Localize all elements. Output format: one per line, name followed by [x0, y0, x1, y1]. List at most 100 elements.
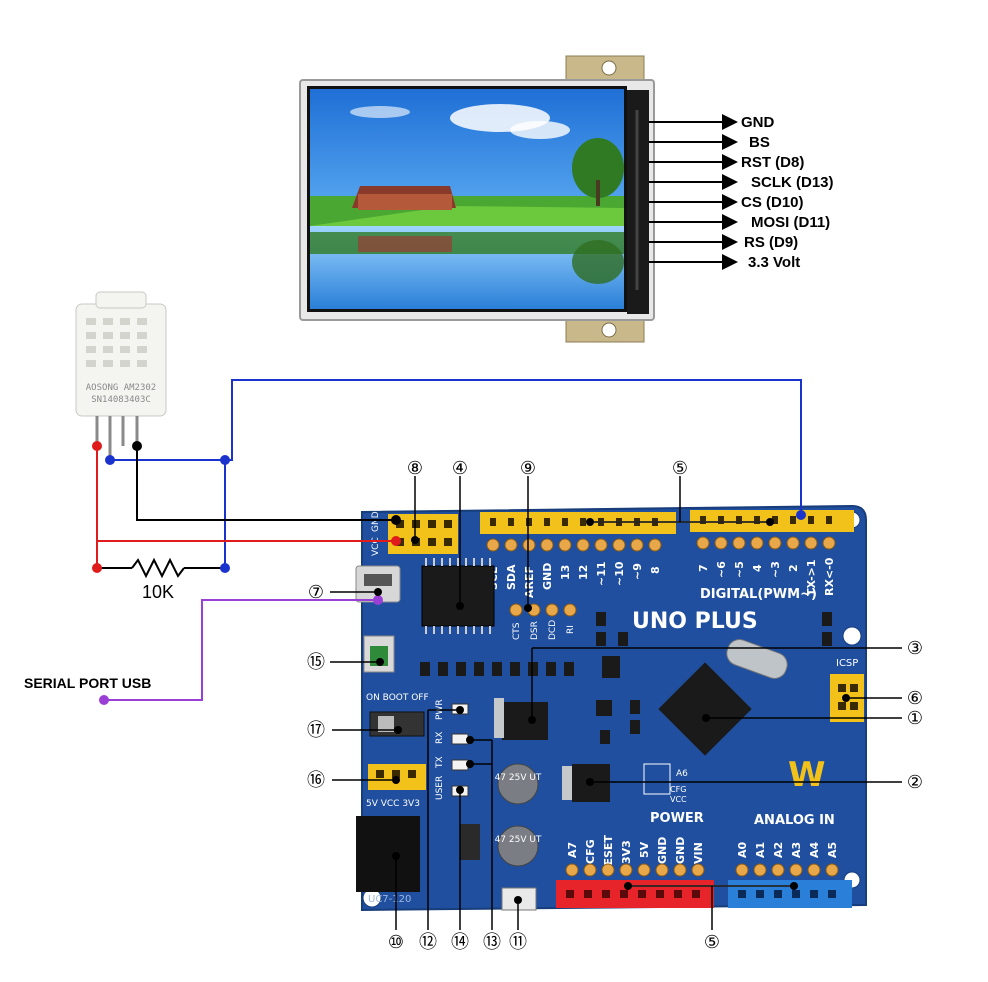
callout-11: ⑪: [509, 932, 527, 953]
callout-16: ⑯: [307, 770, 325, 791]
callout-14: ⑭: [451, 932, 469, 953]
pin-label-3: ~3: [769, 561, 782, 578]
led-label-rx: RX: [435, 732, 445, 744]
pin-label-2: 2: [787, 564, 800, 572]
callout-9: ⑨: [520, 458, 536, 479]
cfg-vcc-label: VCC: [670, 795, 687, 804]
lcd-pin-gnd: GND: [741, 114, 775, 131]
board-title: UNO PLUS: [632, 609, 758, 634]
wire-serial: [104, 599, 378, 701]
power-pin-gnd1: GND: [656, 837, 669, 864]
analog-pin-a0: A0: [736, 841, 749, 858]
resistor-label: 10K: [142, 582, 174, 602]
sensor-model: AOSONG AM2302: [86, 383, 156, 393]
cfg-block: [643, 763, 671, 795]
digital-header-left: [480, 512, 676, 534]
callout-10: ⑩: [388, 932, 404, 953]
reg-label: A6: [676, 769, 688, 779]
pin-label-gnd: GND: [541, 563, 554, 590]
callout-5-bottom: ⑤: [704, 932, 720, 953]
capacitor-2: [497, 825, 539, 867]
fuse: [460, 824, 480, 860]
lcd-pin-cs: CS (D10): [741, 194, 804, 211]
power-pin-gnd2: GND: [674, 837, 687, 864]
switch-label: ON BOOT OFF: [366, 693, 429, 703]
icsp-label: ICSP: [836, 658, 858, 669]
callout-3: ③: [907, 638, 923, 659]
callout-dots: [374, 518, 850, 904]
pin-label-sda: SDA: [505, 564, 518, 590]
digital-label: DIGITAL(PWM~): [700, 587, 817, 602]
dc-jack: [356, 816, 420, 892]
callout-12: ⑫: [419, 932, 437, 953]
wire-data: [110, 379, 802, 515]
led-label-user: USER: [435, 776, 445, 800]
sensor-serial: SN14083403C: [91, 395, 151, 405]
led-label-tx: TX: [435, 756, 445, 769]
serial-pin-dcd: DCD: [548, 620, 558, 640]
usb-serial-chip: [421, 565, 495, 627]
pin-label-10: ~10: [613, 561, 626, 586]
regulator-3: [502, 702, 548, 740]
header-label-vcc: VCC: [371, 537, 381, 556]
cap-label-1: 47 25V UT: [495, 773, 542, 783]
wire-gnd: [136, 446, 396, 521]
pin-label-rx: RX<-0: [823, 557, 836, 596]
analog-pin-a5: A5: [826, 842, 839, 858]
serial-pin-ri: RI: [566, 625, 576, 634]
serial-port-label: SERIAL PORT USB: [24, 675, 151, 691]
power-pin-vin: VIN: [692, 842, 705, 864]
header-label-gnd: GND: [371, 511, 381, 532]
pin-label-tx: TX->1: [805, 559, 818, 596]
pin-label-6: ~6: [715, 561, 728, 578]
analog-pin-a1: A1: [754, 842, 767, 858]
analog-pin-a2: A2: [772, 842, 785, 858]
lcd-pin-rs: RS (D9): [744, 234, 798, 251]
lcd-module: [299, 55, 655, 343]
power-pin-3v3: 3V3: [620, 840, 633, 864]
lcd-pin-mosi: MOSI (D11): [751, 214, 830, 231]
callout-2: ②: [907, 772, 923, 793]
callout-leaders: [330, 476, 902, 930]
pin-label-aref: AREF: [523, 566, 536, 598]
lcd-pin-3v3: 3.3 Volt: [748, 254, 800, 271]
pin-label-12: 12: [577, 565, 590, 580]
callout-8: ⑧: [407, 458, 423, 479]
led-tx: [451, 759, 469, 771]
pin-label-5: ~5: [733, 561, 746, 578]
waveshare-logo: W: [788, 755, 826, 795]
power-pin-5v: 5V: [638, 841, 651, 858]
callout-15: ⑮: [307, 652, 325, 673]
callout-7: ⑦: [308, 582, 324, 603]
callout-numbers: ① ② ③ ④ ⑤ ⑤ ⑥ ⑦ ⑧ ⑨ ⑩ ⑪ ⑫ ⑬ ⑭ ⑮ ⑯ ⑰: [307, 458, 923, 953]
uno-plus-board: SCL SDA AREF GND 13 12 ~11 ~10 ~9 8 7 ~6…: [355, 504, 867, 912]
pin-label-7: 7: [697, 564, 710, 572]
lcd-pin-rst: RST (D8): [741, 154, 804, 171]
pin-label-4: 4: [751, 564, 764, 572]
callout-6: ⑥: [907, 688, 923, 709]
analog-label: ANALOG IN: [754, 813, 835, 828]
analog-pin-a4: A4: [808, 841, 821, 858]
pin-label-9: ~9: [631, 563, 644, 580]
callout-17: ⑰: [307, 720, 325, 741]
lcd-pin-labels: GND BS RST (D8) SCLK (D13) CS (D10) MOSI…: [741, 114, 834, 271]
serial-pin-cts: CTS: [512, 622, 522, 640]
pin-label-8: 8: [649, 566, 662, 574]
led-rx: [451, 733, 469, 745]
power-label: POWER: [650, 811, 704, 826]
cfg-label: CFG: [670, 785, 686, 794]
dht-sensor: AOSONG AM2302 SN14083403C: [75, 291, 167, 460]
callout-13: ⑬: [483, 932, 501, 953]
power-selector-label: 5V VCC 3V3: [366, 799, 420, 809]
lcd-pin-bs: BS: [749, 134, 770, 151]
power-pin-cfg: CFG: [584, 839, 597, 864]
board-marking: UC7-120: [368, 894, 411, 905]
lcd-pin-arrows: [649, 114, 738, 270]
serial-pin-dsr: DSR: [530, 621, 540, 640]
callout-1: ①: [907, 708, 923, 729]
power-pin-a7: A7: [566, 842, 579, 858]
wire-nodes: [92, 441, 806, 705]
callout-4: ④: [452, 458, 468, 479]
capacitor-1: [497, 763, 539, 805]
